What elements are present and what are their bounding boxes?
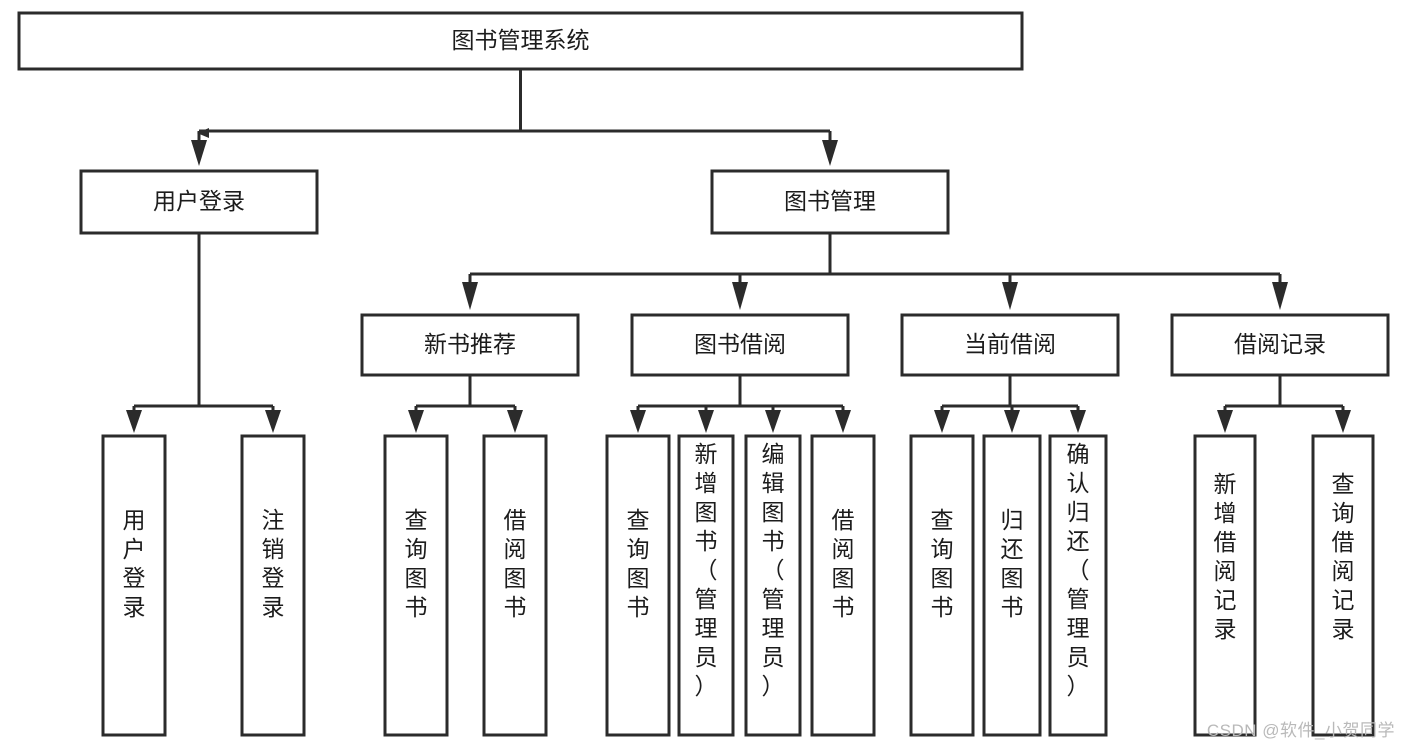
arrow-bb-leaf-2 <box>698 410 714 433</box>
arrow-cb-leaf-3 <box>1070 410 1086 433</box>
node-leaf-user-login-label: 用户登录 <box>123 507 146 620</box>
node-new-book-recommend[interactable]: 新书推荐 <box>360 313 580 377</box>
node-book-manage-box <box>710 169 950 235</box>
arrow-root-to-book-manage <box>822 140 838 166</box>
node-leaf-query-book-1-box <box>383 434 449 737</box>
arrow-cb-leaf-1 <box>934 410 950 433</box>
node-current-borrow[interactable]: 当前借阅 <box>900 313 1120 377</box>
node-leaf-borrow-book-2-label: 借阅图书 <box>832 507 855 620</box>
node-leaf-user-login[interactable]: 用户登录 <box>101 434 167 737</box>
node-leaf-add-book-admin[interactable]: 新增图书（管理员） <box>677 434 735 737</box>
node-leaf-query-book-3-label: 查询图书 <box>931 507 954 620</box>
node-leaf-query-book-1[interactable]: 查询图书 <box>383 434 449 737</box>
arrow-user-login-leaf-1 <box>126 410 142 433</box>
arrow-nbr-leaf-1 <box>408 410 424 433</box>
node-leaf-query-book-2[interactable]: 查询图书 <box>605 434 671 737</box>
node-leaf-add-borrow-record-box <box>1193 434 1257 737</box>
node-root-system-box <box>17 11 1024 71</box>
node-leaf-query-book-3[interactable]: 查询图书 <box>909 434 975 737</box>
node-leaf-query-book-1-label: 查询图书 <box>405 507 428 620</box>
arrow-br-leaf-2 <box>1335 410 1351 433</box>
node-user-login[interactable]: 用户登录 <box>79 169 319 235</box>
arrow-bb-leaf-4 <box>835 410 851 433</box>
node-book-manage-label: 图书管理 <box>784 188 876 214</box>
arrow-user-login-leaf-2 <box>265 410 281 433</box>
arrow-bm-to-new-book-recommend <box>462 282 478 310</box>
node-leaf-confirm-return-admin-label: 确认归还（管理员） <box>1067 441 1090 699</box>
node-user-login-label: 用户登录 <box>153 188 245 214</box>
node-leaf-return-book-box <box>982 434 1042 737</box>
node-leaf-edit-book-admin[interactable]: 编辑图书（管理员） <box>744 434 802 737</box>
node-current-borrow-label: 当前借阅 <box>964 331 1056 357</box>
node-leaf-add-book-admin-box <box>677 434 735 737</box>
arrow-br-leaf-1 <box>1217 410 1233 433</box>
node-leaf-query-book-2-box <box>605 434 671 737</box>
node-leaf-query-borrow-record-box <box>1311 434 1375 737</box>
node-leaf-edit-book-admin-box <box>744 434 802 737</box>
node-root-system-label: 图书管理系统 <box>452 27 590 53</box>
connector-layer <box>126 69 1351 433</box>
csdn-watermark: CSDN @软件_小贺同学 <box>1206 721 1395 740</box>
node-leaf-borrow-book-2[interactable]: 借阅图书 <box>810 434 876 737</box>
node-book-borrow[interactable]: 图书借阅 <box>630 313 850 377</box>
node-leaf-logout-login-label: 注销登录 <box>262 507 285 620</box>
node-leaf-confirm-return-admin[interactable]: 确认归还（管理员） <box>1048 434 1108 737</box>
node-current-borrow-box <box>900 313 1120 377</box>
node-leaf-borrow-book-1-box <box>482 434 548 737</box>
arrow-bm-to-borrow-record <box>1272 282 1288 310</box>
node-leaf-add-borrow-record-label: 新增借阅记录 <box>1214 471 1237 642</box>
arrow-bb-leaf-3 <box>765 410 781 433</box>
arrow-bb-leaf-1 <box>630 410 646 433</box>
node-leaf-query-book-3-box <box>909 434 975 737</box>
node-leaf-user-login-box <box>101 434 167 737</box>
node-leaf-logout-login[interactable]: 注销登录 <box>240 434 306 737</box>
node-leaf-edit-book-admin-label: 编辑图书（管理员） <box>762 441 785 699</box>
node-new-book-recommend-label: 新书推荐 <box>424 331 516 357</box>
node-leaf-add-book-admin-label: 新增图书（管理员） <box>695 441 718 699</box>
node-book-manage[interactable]: 图书管理 <box>710 169 950 235</box>
node-leaf-borrow-book-1[interactable]: 借阅图书 <box>482 434 548 737</box>
node-borrow-record-label: 借阅记录 <box>1234 331 1326 357</box>
node-leaf-confirm-return-admin-box <box>1048 434 1108 737</box>
node-book-borrow-label: 图书借阅 <box>694 331 786 357</box>
node-leaf-add-borrow-record[interactable]: 新增借阅记录 <box>1193 434 1257 737</box>
arrow-bm-to-book-borrow <box>732 282 748 310</box>
node-borrow-record[interactable]: 借阅记录 <box>1170 313 1390 377</box>
node-leaf-query-borrow-record[interactable]: 查询借阅记录 <box>1311 434 1375 737</box>
node-leaf-query-borrow-record-label: 查询借阅记录 <box>1332 471 1355 642</box>
node-leaf-logout-login-box <box>240 434 306 737</box>
arrow-cb-leaf-2 <box>1004 410 1020 433</box>
arrow-nbr-leaf-2 <box>507 410 523 433</box>
node-book-borrow-box <box>630 313 850 377</box>
arrow-bm-to-current-borrow <box>1002 282 1018 310</box>
node-leaf-borrow-book-1-label: 借阅图书 <box>504 507 527 620</box>
node-user-login-box <box>79 169 319 235</box>
node-borrow-record-box <box>1170 313 1390 377</box>
node-leaf-return-book-label: 归还图书 <box>1001 507 1024 620</box>
node-new-book-recommend-box <box>360 313 580 377</box>
node-leaf-return-book[interactable]: 归还图书 <box>982 434 1042 737</box>
node-leaf-borrow-book-2-box <box>810 434 876 737</box>
arrow-root-to-user-login <box>191 140 207 166</box>
node-root-system[interactable]: 图书管理系统 <box>17 11 1024 71</box>
node-leaf-query-book-2-label: 查询图书 <box>627 507 650 620</box>
